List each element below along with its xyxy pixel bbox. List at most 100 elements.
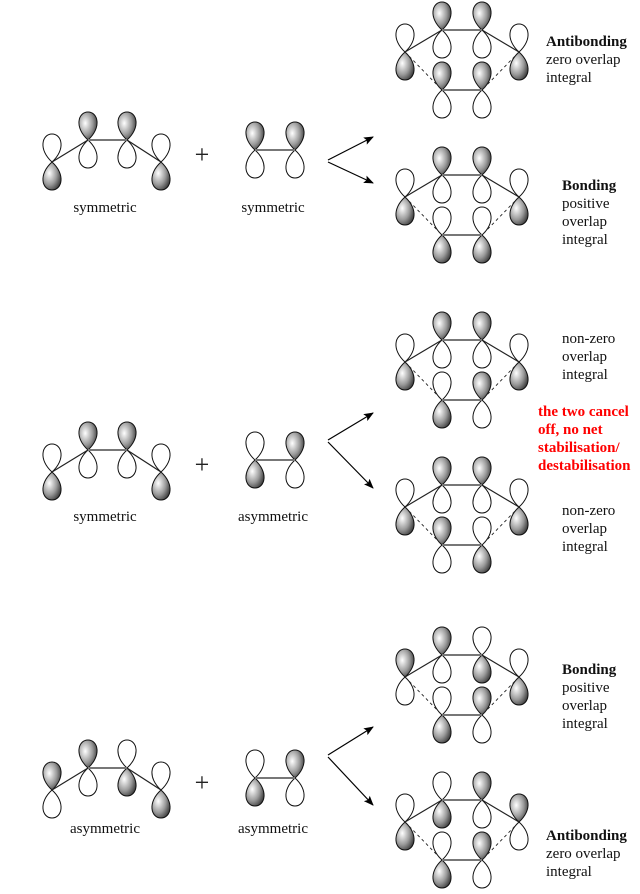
product-interaction-2 (395, 456, 529, 574)
forming-bond-dashed (481, 196, 520, 236)
p-orbital-top-lobe (395, 333, 415, 363)
reaction-arrow-down (327, 756, 374, 806)
diene-p-orbital (472, 771, 492, 829)
diene-bond (126, 449, 162, 473)
ethene-p-orbital (245, 121, 265, 179)
ethene-reactant (245, 749, 305, 807)
interaction-type-label: Antibonding (546, 828, 627, 844)
p-orbital-top-lobe (285, 749, 305, 779)
p-orbital-bottom-lobe (509, 196, 529, 226)
p-orbital-bottom-lobe (472, 544, 492, 574)
forming-bond-dashed (481, 361, 520, 401)
section-2 (42, 311, 529, 574)
p-orbital-bottom-lobe (472, 484, 492, 514)
p-orbital-top-lobe (42, 133, 62, 163)
p-orbital-top-lobe (117, 111, 137, 141)
p-orbital-bottom-lobe (509, 361, 529, 391)
ethene-p-orbital (285, 431, 305, 489)
forming-bond-dashed (481, 506, 520, 546)
p-orbital-top-lobe (472, 206, 492, 236)
p-orbital-top-lobe (78, 111, 98, 141)
p-orbital-top-lobe (432, 771, 452, 801)
p-orbital-bottom-lobe (472, 714, 492, 744)
diene-p-orbital (509, 333, 529, 391)
overlap-description: overlap (562, 521, 607, 537)
p-orbital-bottom-lobe (245, 459, 265, 489)
reaction-arrow-up (327, 136, 374, 161)
p-orbital-top-lobe (395, 23, 415, 53)
p-orbital-top-lobe (395, 478, 415, 508)
diene-p-orbital (432, 456, 452, 514)
p-orbital-top-lobe (432, 311, 452, 341)
diene-p-orbital (509, 793, 529, 851)
p-orbital-bottom-lobe (151, 789, 171, 819)
diene-bond (404, 339, 443, 363)
diene-p-orbital (432, 1, 452, 59)
ethene-p-orbital (472, 371, 492, 429)
plus-sign: + (194, 140, 210, 169)
product-interaction-1 (395, 311, 529, 429)
ethene-p-orbital (432, 371, 452, 429)
diene-p-orbital (151, 133, 171, 191)
p-orbital-top-lobe (432, 626, 452, 656)
reaction-arrow-up (327, 726, 374, 756)
p-orbital-bottom-lobe (245, 149, 265, 179)
section-3 (42, 626, 529, 889)
diene-p-orbital (472, 311, 492, 369)
ethene-p-orbital (285, 749, 305, 807)
overlap-description: integral (546, 864, 592, 880)
ethene-p-orbital (432, 831, 452, 889)
diene-p-orbital (395, 333, 415, 391)
p-orbital-bottom-lobe (432, 654, 452, 684)
diene-symmetry-label: symmetric (73, 200, 137, 216)
diene-bond (51, 449, 89, 473)
p-orbital-bottom-lobe (78, 449, 98, 479)
p-orbital-bottom-lobe (42, 471, 62, 501)
p-orbital-top-lobe (472, 686, 492, 716)
p-orbital-top-lobe (395, 793, 415, 823)
diene-p-orbital (395, 793, 415, 851)
product-interaction-1 (395, 1, 529, 119)
p-orbital-top-lobe (509, 648, 529, 678)
p-orbital-bottom-lobe (472, 399, 492, 429)
diene-reactant (42, 111, 171, 191)
diene-p-orbital (395, 648, 415, 706)
p-orbital-top-lobe (245, 121, 265, 151)
p-orbital-bottom-lobe (285, 777, 305, 807)
diene-bond (404, 174, 443, 198)
p-orbital-bottom-lobe (395, 196, 415, 226)
p-orbital-top-lobe (151, 133, 171, 163)
diene-p-orbital (472, 1, 492, 59)
p-orbital-bottom-lobe (151, 161, 171, 191)
forming-bond-dashed (404, 196, 443, 236)
p-orbital-bottom-lobe (432, 714, 452, 744)
forming-bond-dashed (404, 821, 443, 861)
diene-p-orbital (42, 443, 62, 501)
diene-bond (481, 339, 520, 363)
p-orbital-bottom-lobe (509, 821, 529, 851)
p-orbital-top-lobe (395, 648, 415, 678)
ethene-symmetry-label: asymmetric (238, 821, 308, 837)
ethene-p-orbital (472, 61, 492, 119)
overlap-description: integral (546, 70, 592, 86)
p-orbital-top-lobe (472, 371, 492, 401)
p-orbital-top-lobe (117, 421, 137, 451)
forming-bond-dashed (404, 676, 443, 716)
reaction-arrow-down (327, 161, 374, 184)
diene-p-orbital (472, 146, 492, 204)
ethene-p-orbital (432, 516, 452, 574)
p-orbital-top-lobe (472, 626, 492, 656)
diene-p-orbital (432, 146, 452, 204)
overlap-description: integral (562, 232, 608, 248)
diene-p-orbital (42, 133, 62, 191)
p-orbital-top-lobe (472, 311, 492, 341)
ethene-p-orbital (472, 831, 492, 889)
p-orbital-top-lobe (395, 168, 415, 198)
ethene-symmetry-label: symmetric (241, 200, 305, 216)
diene-p-orbital (78, 739, 98, 797)
diene-p-orbital (42, 761, 62, 819)
ethene-p-orbital (432, 61, 452, 119)
diene-bond (404, 29, 443, 53)
diene-p-orbital (432, 311, 452, 369)
